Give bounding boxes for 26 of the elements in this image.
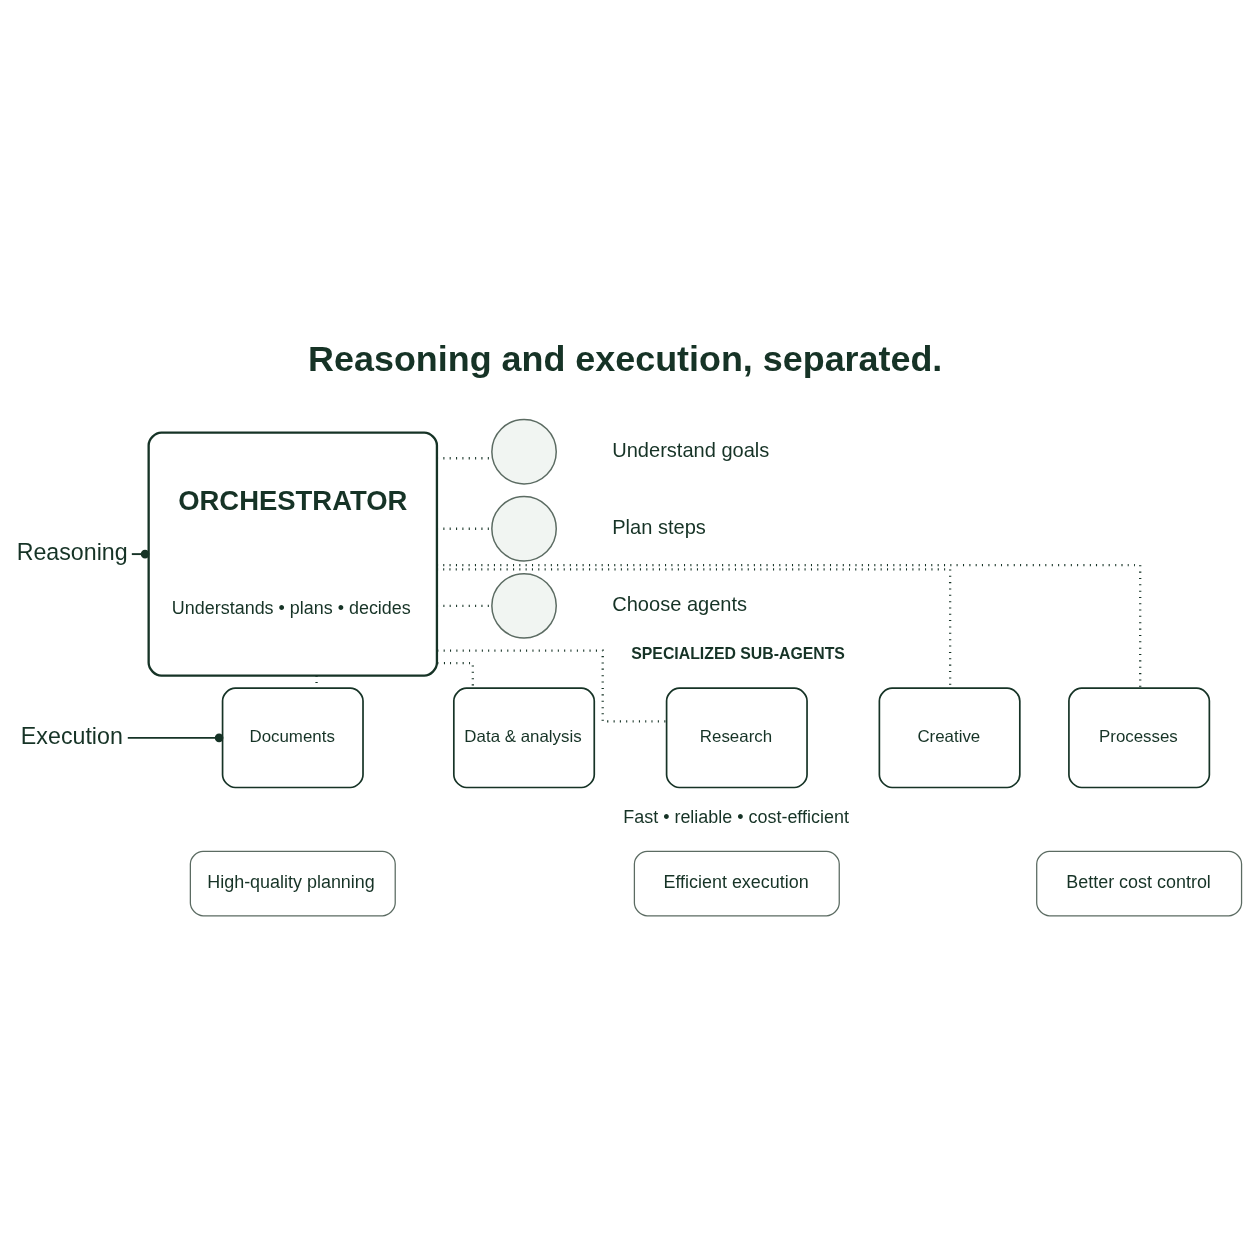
- node-box: Creative: [878, 686, 1021, 788]
- node-box: Processes: [1068, 686, 1211, 788]
- node-circle: [491, 495, 557, 562]
- node-label: Plan steps: [612, 515, 706, 538]
- node-label: Choose agents: [612, 592, 748, 615]
- node-text: Reasoning: [16, 538, 128, 565]
- connector: [437, 563, 1142, 688]
- node-circle: [491, 418, 557, 485]
- connector: [130, 549, 150, 558]
- label: SPECIALIZED SUB-AGENTS: [631, 644, 845, 662]
- label: Fast • reliable • cost-efficient: [623, 806, 849, 827]
- node-box: ORCHESTRATOR Understands • plans • decides: [147, 431, 439, 677]
- connector: [437, 661, 474, 688]
- node-box: Better cost control: [1036, 850, 1243, 916]
- node-label: Understand goals: [612, 438, 770, 461]
- node-box: Research: [665, 686, 808, 788]
- node-box: Documents: [221, 686, 364, 788]
- node-text: Execution: [20, 722, 123, 749]
- connector: [437, 648, 667, 722]
- node-box: High-quality planning: [189, 850, 396, 916]
- node-circle: [491, 572, 557, 639]
- node-box: Data & analysis: [452, 686, 596, 788]
- connector: [437, 567, 952, 688]
- node-box: Efficient execution: [633, 850, 840, 916]
- diagram-title: Reasoning and execution, separated.: [308, 338, 943, 379]
- connector: [126, 733, 224, 742]
